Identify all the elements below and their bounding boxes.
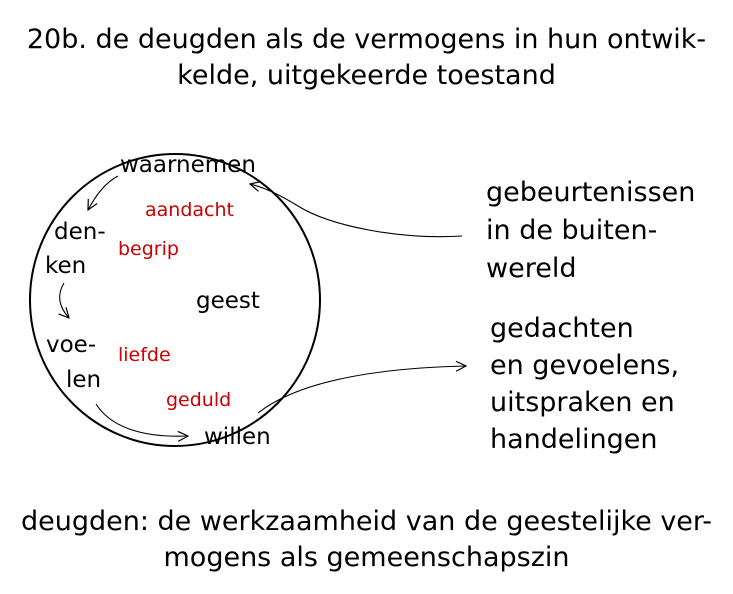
title-line-1: 20b. de deugden als de vermogens in hun … xyxy=(26,24,707,55)
virtue-aandacht: aandacht xyxy=(145,199,234,221)
input-line-3: wereld xyxy=(486,253,577,284)
output-line-2: en gevoelens, xyxy=(490,350,680,381)
virtue-begrip: begrip xyxy=(118,238,179,260)
center-geest: geest xyxy=(196,288,260,314)
input-line-2: in de buiten- xyxy=(486,215,658,246)
faculty-voelen-part2: len xyxy=(66,367,102,393)
output-line-3: uitspraken en xyxy=(490,387,675,418)
arrow-waarnemen-to-denken xyxy=(88,175,119,210)
output-line-1: gedachten xyxy=(490,313,634,344)
faculty-voelen-part1: voe- xyxy=(46,332,97,358)
faculty-denken-part1: den- xyxy=(54,219,106,245)
faculty-waarnemen: waarnemen xyxy=(120,152,256,178)
arrow-input-to-waarnemen xyxy=(250,184,463,238)
footer-line-1: deugden: de werkzaamheid van de geesteli… xyxy=(20,506,713,537)
faculty-willen: willen xyxy=(204,424,271,450)
footer-line-2: mogens als gemeenschapszin xyxy=(163,542,570,573)
faculties-circle xyxy=(29,153,321,447)
output-line-4: handelingen xyxy=(490,424,658,455)
arrow-willen-to-output xyxy=(257,366,466,414)
arrow-voelen-to-willen xyxy=(95,403,188,436)
virtue-liefde: liefde xyxy=(118,344,171,366)
virtue-geduld: geduld xyxy=(166,389,232,411)
title-line-2: kelde, uitgekeerde toestand xyxy=(177,60,556,91)
arrow-denken-to-voelen xyxy=(60,282,69,318)
input-line-1: gebeurtenissen xyxy=(486,177,696,208)
faculty-denken-part2: ken xyxy=(45,253,87,279)
